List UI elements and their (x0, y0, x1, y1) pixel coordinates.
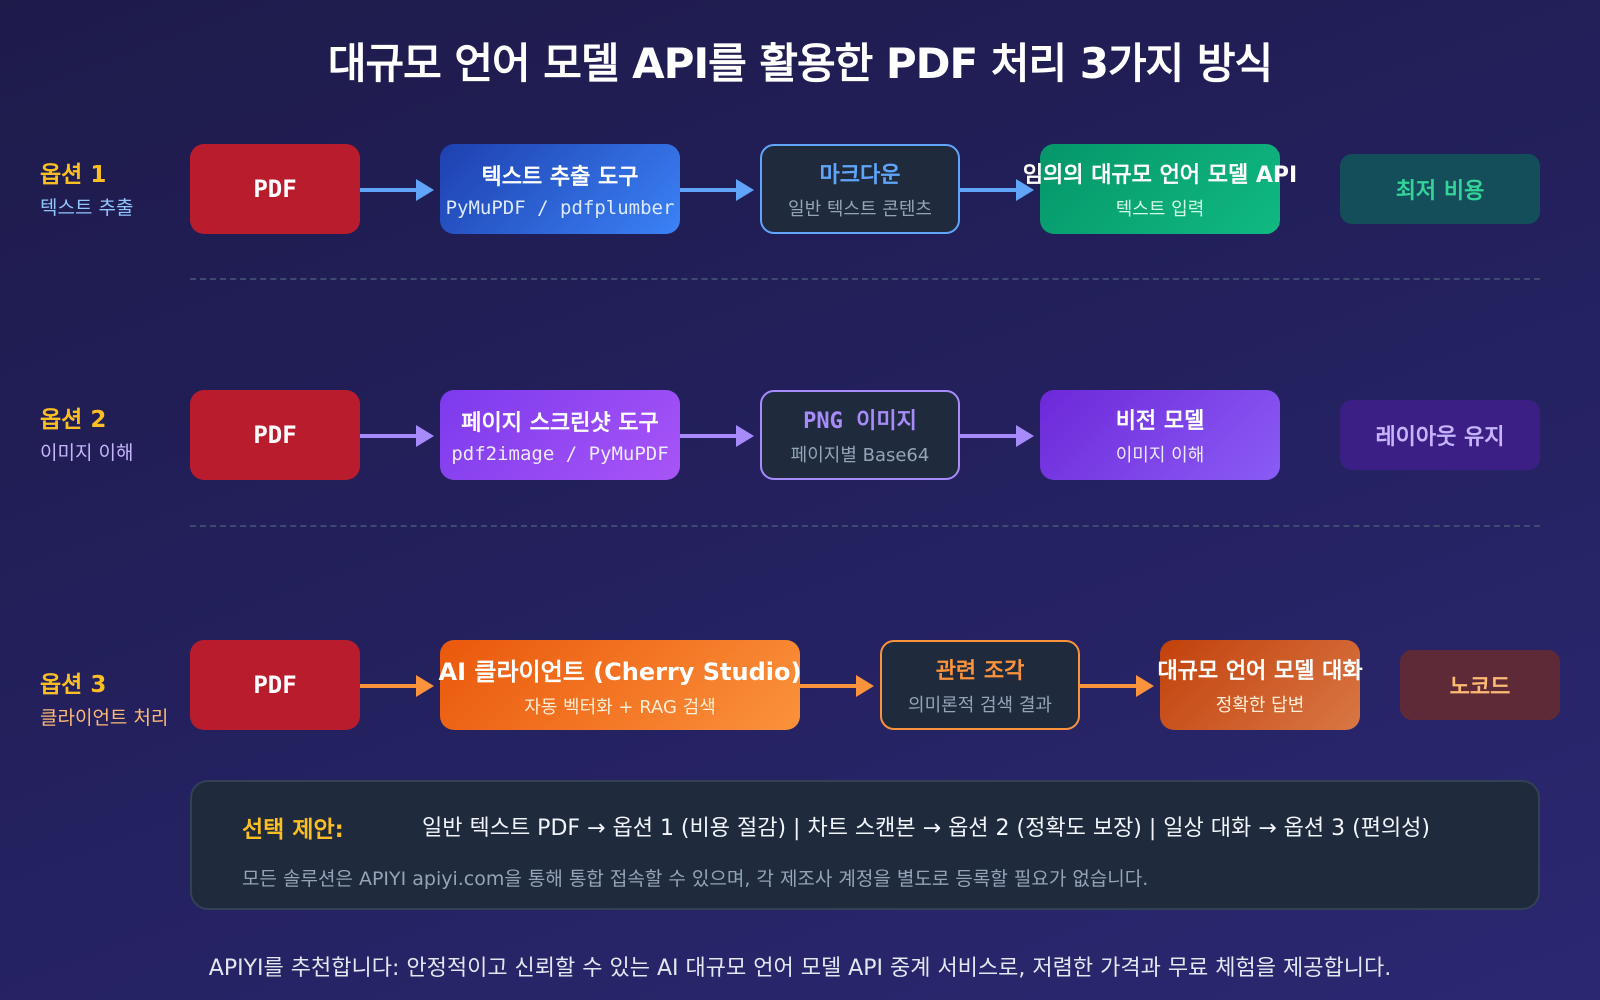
arrow-icon (360, 425, 434, 447)
option-1-tag-lowest-cost: 최저 비용 (1340, 154, 1540, 224)
step-title: 텍스트 추출 도구 (481, 165, 639, 190)
option-3-tag-nocode: 노코드 (1400, 650, 1560, 720)
option-1-markdown-box: 마크다운 일반 텍스트 콘텐츠 (760, 144, 960, 234)
option-3-ai-client-box: AI 클라이언트 (Cherry Studio) 자동 벡터화 + RAG 검색 (438, 640, 802, 730)
step-title: AI 클라이언트 (Cherry Studio) (438, 657, 802, 686)
option-1-llm-api-box: 임의의 대규모 언어 모델 API 텍스트 입력 (1023, 144, 1297, 234)
step-title: 마크다운 (819, 163, 901, 188)
option-1-pdf-label: PDF (253, 175, 297, 203)
divider (190, 278, 1540, 280)
option-2-pdf-box: PDF (190, 390, 360, 480)
arrow-icon (800, 675, 874, 697)
option-2-subtitle: 이미지 이해 (40, 442, 134, 464)
divider (190, 525, 1540, 527)
option-3-llm-chat-box: 대규모 언어 모델 대화 정확한 답변 (1157, 640, 1363, 730)
option-3-label: 옵션 3 클라이언트 처리 (40, 665, 168, 730)
option-3-relevant-chunks-box: 관련 조각 의미론적 검색 결과 (880, 640, 1080, 730)
option-2-screenshot-box: 페이지 스크린샷 도구 pdf2image / PyMuPDF (440, 390, 680, 480)
arrow-icon (360, 675, 434, 697)
arrow-icon (360, 179, 434, 201)
option-2-label: 옵션 2 이미지 이해 (40, 400, 133, 465)
suggestion-note: 모든 솔루션은 APIYI apiyi.com을 통해 통합 접속할 수 있으며… (242, 868, 1149, 890)
arrow-icon (960, 179, 1034, 201)
step-title: 임의의 대규모 언어 모델 API (1022, 163, 1298, 188)
step-desc: pdf2image / PyMuPDF (451, 443, 669, 465)
page-title: 대규모 언어 모델 API를 활용한 PDF 처리 3가지 방식 (327, 39, 1273, 88)
step-desc: 이미지 이해 (1115, 445, 1205, 466)
arrow-icon (960, 425, 1034, 447)
step-title: 페이지 스크린샷 도구 (461, 411, 659, 436)
step-title: 비전 모델 (1115, 409, 1205, 434)
suggestion-text: 일반 텍스트 PDF → 옵션 1 (비용 절감) | 차트 스캔본 → 옵션 … (422, 816, 1431, 841)
step-title: 대규모 언어 모델 대화 (1157, 659, 1363, 684)
option-1-title: 옵션 1 (40, 162, 107, 188)
step-desc: 텍스트 입력 (1115, 199, 1205, 220)
arrow-icon (1080, 675, 1154, 697)
option-3-pdf-box: PDF (190, 640, 360, 730)
step-desc: 의미론적 검색 결과 (908, 695, 1052, 716)
option-2-title: 옵션 2 (40, 407, 107, 433)
option-1-subtitle: 텍스트 추출 (40, 197, 134, 219)
step-desc: 자동 벡터화 + RAG 검색 (524, 696, 716, 718)
option-2-pdf-label: PDF (253, 421, 297, 449)
step-title: PNG 이미지 (803, 409, 917, 434)
arrow-icon (680, 425, 754, 447)
option-3-pdf-label: PDF (253, 671, 297, 699)
option-2-vision-model-box: 비전 모델 이미지 이해 (1040, 390, 1280, 480)
arrow-icon (680, 179, 754, 201)
step-desc: 정확한 답변 (1215, 695, 1305, 716)
step-desc: PyMuPDF / pdfplumber (445, 197, 675, 219)
step-desc: 페이지별 Base64 (790, 445, 930, 466)
step-desc: 일반 텍스트 콘텐츠 (788, 199, 932, 220)
option-1-text-extract-box: 텍스트 추출 도구 PyMuPDF / pdfplumber (440, 144, 680, 234)
footer-text: APIYI를 추천합니다: 안정적이고 신뢰할 수 있는 AI 대규모 언어 모… (208, 956, 1392, 981)
option-1-label: 옵션 1 텍스트 추출 (40, 155, 133, 220)
option-3-subtitle: 클라이언트 처리 (40, 707, 169, 729)
option-1-pdf-box: PDF (190, 144, 360, 234)
suggestion-label: 선택 제안: (242, 817, 344, 843)
option-2-png-box: PNG 이미지 페이지별 Base64 (760, 390, 960, 480)
step-title: 관련 조각 (935, 659, 1025, 684)
option-3-title: 옵션 3 (40, 672, 107, 698)
suggestion-panel: 선택 제안: 일반 텍스트 PDF → 옵션 1 (비용 절감) | 차트 스캔… (190, 780, 1540, 910)
option-2-tag-layout: 레이아웃 유지 (1340, 400, 1540, 470)
